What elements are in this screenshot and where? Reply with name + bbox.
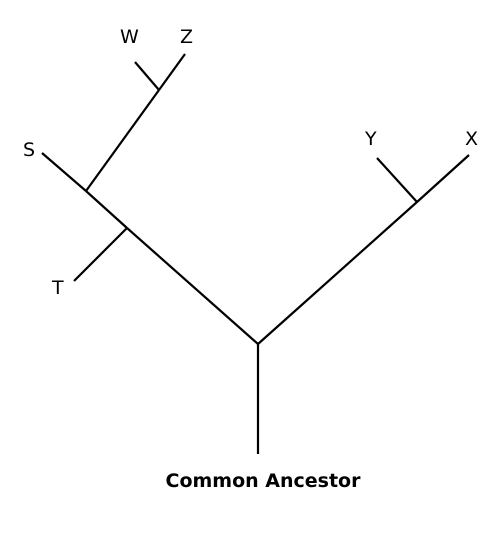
taxon-label-t: T — [51, 277, 64, 299]
branch-s-node-to-wz-node — [85, 89, 160, 192]
taxon-label-x: X — [465, 128, 478, 150]
branch-x — [416, 154, 470, 203]
common-ancestor-label: Common Ancestor — [166, 470, 362, 492]
branch-root-to-t-node — [126, 227, 259, 345]
taxon-label-y: Y — [364, 128, 377, 150]
branch-y — [376, 157, 418, 203]
branch-z — [158, 53, 186, 91]
branch-s — [41, 152, 87, 192]
branch-root-to-xy-node — [257, 201, 418, 345]
taxon-label-w: W — [120, 26, 139, 48]
branch-t — [73, 227, 128, 282]
taxon-label-s: S — [23, 139, 35, 161]
branch-t-node-to-s-node — [85, 190, 128, 229]
taxon-label-z: Z — [180, 26, 193, 48]
branch-w — [134, 61, 160, 91]
